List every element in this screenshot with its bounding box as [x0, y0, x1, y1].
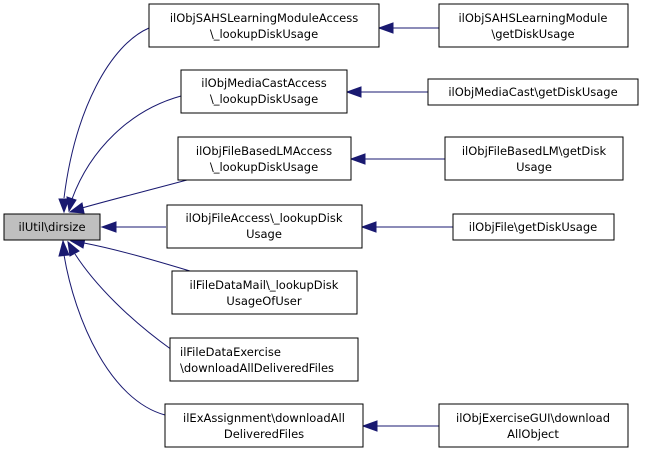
- node-label-line-1: ilObjMediaCastAccess: [201, 76, 326, 90]
- node-label-line-2: \downloadAllDeliveredFiles: [180, 361, 334, 375]
- node-filebasedlm-access-lookup[interactable]: ilObjFileBasedLMAccess \_lookupDiskUsage: [177, 136, 352, 181]
- edge-filebasedlm-access-to-dirsize: [68, 179, 188, 214]
- node-filedataexercise-download[interactable]: ilFileDataExercise \downloadAllDelivered…: [169, 337, 359, 382]
- node-label-line-1: ilObjFileBasedLMAccess: [196, 144, 332, 158]
- edge-filebasedlm-to-filebasedlm-access: [349, 153, 445, 165]
- node-exercisegui-download[interactable]: ilObjExerciseGUI\download AllObject: [438, 403, 629, 448]
- node-label-line-2: Usage: [516, 160, 552, 174]
- node-label-line-2: Usage: [246, 227, 282, 241]
- node-file-getdiskusage[interactable]: ilObjFile\getDiskUsage: [452, 213, 615, 241]
- edge-mediacast-access-to-dirsize: [66, 95, 182, 213]
- node-label-line-2: \_lookupDiskUsage: [210, 27, 318, 41]
- node-label-line-1: ilExAssignment\downloadAll: [183, 411, 345, 425]
- node-mediacast-access-lookup[interactable]: ilObjMediaCastAccess \_lookupDiskUsage: [180, 69, 348, 114]
- node-label-line-2: UsageOfUser: [226, 294, 301, 308]
- node-sahs-learning-module-getdiskusage[interactable]: ilObjSAHSLearningModule \getDiskUsage: [438, 3, 629, 48]
- node-label-line-2: \_lookupDiskUsage: [210, 92, 318, 106]
- edge-exassignment-to-dirsize: [58, 239, 166, 416]
- edge-mediacast-to-mediacast-access: [345, 86, 428, 98]
- node-label-line-2: DeliveredFiles: [224, 427, 304, 441]
- node-label: ilObjMediaCast\getDiskUsage: [448, 85, 617, 99]
- node-exassignment-download[interactable]: ilExAssignment\downloadAll DeliveredFile…: [164, 403, 364, 448]
- node-label: ilObjFile\getDiskUsage: [469, 220, 597, 234]
- edge-filedataexercise-to-dirsize: [67, 240, 173, 351]
- node-sahs-learning-module-access-lookup[interactable]: ilObjSAHSLearningModuleAccess \_lookupDi…: [148, 3, 380, 48]
- node-label-line-1: ilFileDataMail\_lookupDisk: [190, 278, 339, 292]
- node-label-line-1: ilObjFileBasedLM\getDisk: [462, 144, 607, 158]
- edge-file-to-file-access: [360, 221, 453, 233]
- edge-exercisegui-to-exassignment: [361, 420, 439, 432]
- node-label-line-2: \_lookupDiskUsage: [210, 160, 318, 174]
- node-label-line-1: ilObjFileAccess\_lookupDisk: [185, 211, 342, 225]
- node-ilutil-dirsize[interactable]: ilUtil\dirsize: [3, 213, 101, 241]
- node-label-line-1: ilObjExerciseGUI\download: [456, 411, 610, 425]
- edge-sahs-module-to-sahs-access: [377, 22, 439, 34]
- node-file-access-lookup[interactable]: ilObjFileAccess\_lookupDisk Usage: [166, 204, 363, 249]
- node-label-line-1: ilObjSAHSLearningModule: [458, 11, 607, 25]
- edge-file-access-to-dirsize: [100, 221, 166, 233]
- node-filebasedlm-getdiskusage[interactable]: ilObjFileBasedLM\getDisk Usage: [444, 136, 624, 181]
- node-label: ilUtil\dirsize: [18, 220, 85, 234]
- node-label-line-2: AllObject: [507, 427, 559, 441]
- node-label-line-2: \getDiskUsage: [491, 27, 574, 41]
- node-filedatamail-lookup[interactable]: ilFileDataMail\_lookupDisk UsageOfUser: [171, 270, 358, 315]
- node-label-line-1: ilObjSAHSLearningModuleAccess: [170, 11, 358, 25]
- node-mediacast-getdiskusage[interactable]: ilObjMediaCast\getDiskUsage: [427, 78, 639, 106]
- node-label-line-1: ilFileDataExercise: [180, 345, 281, 359]
- edge-sahs-access-to-dirsize: [58, 27, 150, 214]
